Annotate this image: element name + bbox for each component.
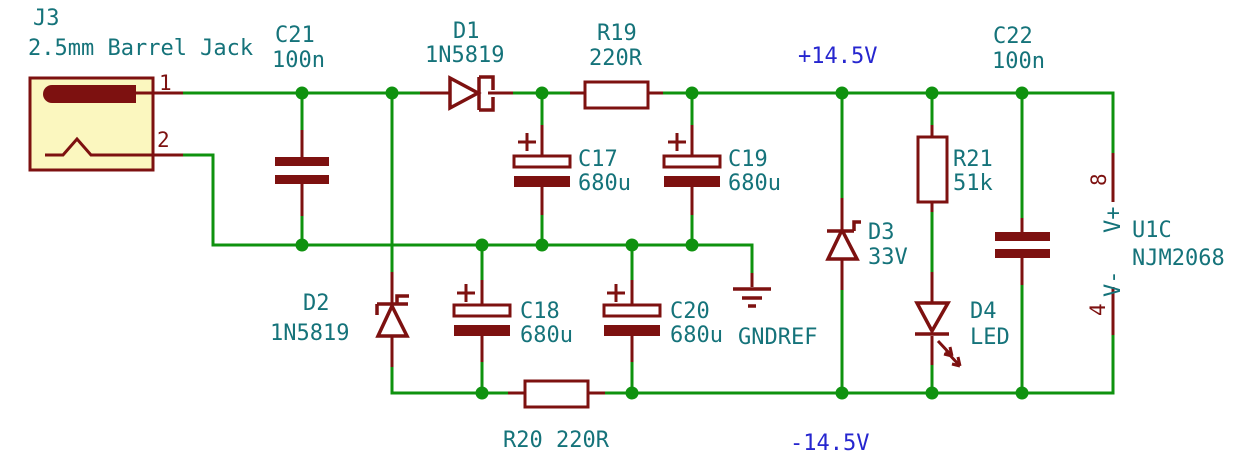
label-j3-ref[interactable]: J3 — [33, 6, 60, 31]
label-r21-ref[interactable]: R21 — [953, 147, 993, 172]
ground-symbol[interactable] — [733, 273, 771, 308]
capacitor-c18-symbol[interactable] — [452, 280, 512, 362]
label-ground[interactable]: GNDREF — [738, 325, 817, 350]
label-c19-ref[interactable]: C19 — [728, 147, 768, 172]
label-d3-value[interactable]: 33V — [868, 245, 908, 270]
junction-dots — [295, 86, 1029, 400]
diode-d2-symbol[interactable] — [375, 272, 410, 367]
j3-pin1-number: 1 — [159, 71, 172, 95]
label-r19-value[interactable]: 220R — [589, 46, 643, 71]
label-c21-value[interactable]: 100n — [272, 48, 325, 73]
label-r21-value[interactable]: 51k — [953, 171, 993, 196]
label-d2-value[interactable]: 1N5819 — [270, 321, 349, 346]
capacitor-c20-symbol[interactable] — [602, 280, 662, 362]
diode-d3-symbol[interactable] — [825, 198, 861, 290]
resistor-r19-symbol[interactable] — [570, 80, 663, 110]
label-c17-value[interactable]: 680u — [578, 171, 631, 196]
resistor-r20-symbol[interactable] — [508, 379, 605, 409]
capacitor-c22-symbol[interactable] — [995, 218, 1050, 285]
label-u1c-ref[interactable]: U1C — [1132, 218, 1172, 243]
capacitor-c19-symbol[interactable] — [662, 125, 722, 215]
jack-sleeve-zigzag — [45, 136, 183, 157]
label-c22-value[interactable]: 100n — [992, 49, 1045, 74]
power-label-negative[interactable]: -14.5V — [790, 431, 869, 456]
label-c21-ref[interactable]: C21 — [275, 23, 315, 48]
u1c-pin8-name: V+ — [1101, 207, 1126, 234]
schottky-cathode-bar — [477, 75, 495, 112]
label-j3-value[interactable]: 2.5mm Barrel Jack — [28, 36, 253, 61]
label-c20-value[interactable]: 680u — [670, 323, 723, 348]
u1c-pin4-name: V- — [1101, 271, 1126, 298]
label-d4-ref[interactable]: D4 — [970, 299, 997, 324]
power-label-positive[interactable]: +14.5V — [798, 44, 877, 69]
diode-triangle — [448, 75, 482, 111]
barrel-jack-j3-symbol[interactable] — [28, 76, 183, 172]
label-c20-ref[interactable]: C20 — [670, 299, 710, 324]
label-c18-ref[interactable]: C18 — [520, 299, 560, 324]
label-c19-value[interactable]: 680u — [728, 171, 781, 196]
label-r20[interactable]: R20 220R — [503, 428, 610, 453]
capacitor-c21-symbol[interactable] — [275, 130, 329, 216]
schottky-cathode-bar — [375, 294, 409, 315]
u1c-pin4-number: 4 — [1086, 303, 1110, 316]
label-d3-ref[interactable]: D3 — [868, 220, 895, 245]
label-c22-ref[interactable]: C22 — [993, 24, 1033, 49]
led-emission-arrows — [936, 339, 962, 368]
label-d1-value[interactable]: 1N5819 — [425, 43, 504, 68]
label-c17-ref[interactable]: C17 — [578, 147, 618, 172]
resistor-r21-symbol[interactable] — [916, 125, 949, 212]
u1c-pin8-number: 8 — [1087, 173, 1111, 186]
plus-sign — [457, 284, 475, 302]
label-d2-ref[interactable]: D2 — [303, 291, 330, 316]
label-d4-value[interactable]: LED — [970, 325, 1010, 350]
plus-sign — [518, 133, 536, 151]
diode-triangle — [914, 301, 952, 335]
jack-tip-bar — [43, 85, 136, 103]
diode-triangle — [825, 226, 860, 261]
diode-d1-symbol[interactable] — [420, 75, 513, 112]
plus-sign — [668, 133, 686, 151]
label-r19-ref[interactable]: R19 — [597, 21, 637, 46]
capacitor-c17-symbol[interactable] — [512, 125, 572, 215]
zener-cathode-bar — [827, 220, 861, 233]
label-u1c-value[interactable]: NJM2068 — [1132, 246, 1225, 271]
label-c18-value[interactable]: 680u — [520, 323, 573, 348]
j3-pin2-number: 2 — [157, 128, 170, 152]
plus-sign — [607, 284, 625, 302]
label-d1-ref[interactable]: D1 — [453, 19, 480, 44]
led-d4-symbol[interactable] — [914, 272, 962, 368]
diode-triangle — [375, 301, 410, 338]
